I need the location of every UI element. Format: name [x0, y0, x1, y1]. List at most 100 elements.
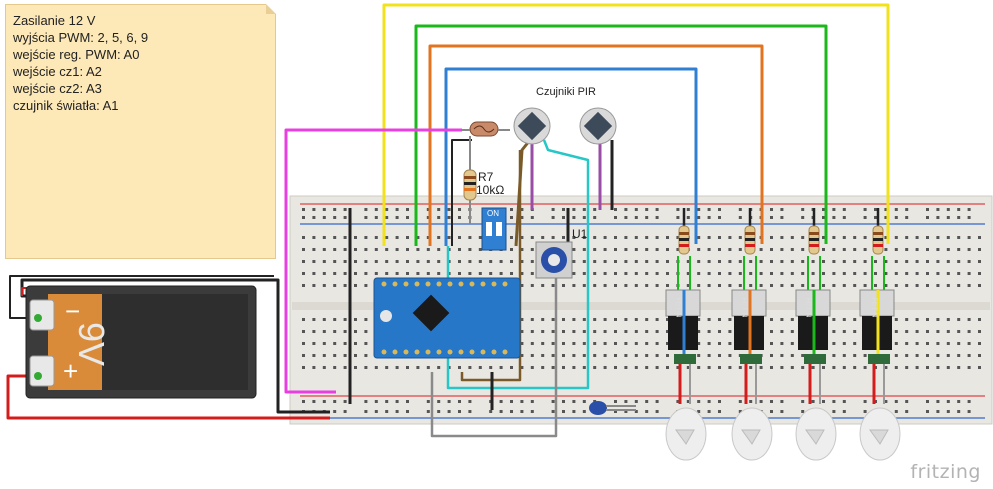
breadboard-hole [811, 272, 815, 275]
breadboard-hole [562, 216, 565, 219]
breadboard-hole [343, 272, 347, 275]
breadboard-hole [905, 216, 909, 219]
breadboard-hole [718, 318, 721, 321]
arduino-pin [469, 281, 475, 287]
breadboard-hole [707, 342, 711, 345]
arduino-pin [414, 281, 420, 287]
breadboard-hole [437, 410, 441, 413]
breadboard-hole [728, 342, 732, 345]
breadboard-hole [780, 410, 784, 413]
breadboard-hole [728, 330, 732, 333]
breadboard-hole [582, 318, 586, 321]
breadboard-hole [894, 342, 898, 345]
breadboard-hole [936, 400, 940, 403]
breadboard-hole [603, 236, 607, 239]
breadboard-hole [364, 410, 368, 413]
breadboard-hole [426, 400, 430, 403]
breadboard-hole [333, 410, 337, 413]
breadboard-hole [728, 284, 732, 287]
trimmer-u1[interactable] [535, 241, 573, 279]
breadboard-hole [634, 272, 638, 275]
breadboard-hole [593, 284, 597, 287]
breadboard-hole [780, 366, 784, 369]
breadboard-hole [790, 342, 794, 345]
breadboard-hole [801, 272, 805, 275]
breadboard-hole [738, 208, 742, 211]
breadboard-hole [395, 400, 399, 403]
breadboard-hole [520, 248, 524, 251]
breadboard-hole [645, 318, 649, 321]
breadboard-hole [832, 366, 836, 369]
breadboard-hole [458, 366, 461, 369]
breadboard-hole [936, 366, 940, 369]
breadboard-hole [718, 330, 721, 333]
breadboard-hole [770, 260, 773, 263]
breadboard-hole [468, 272, 472, 275]
breadboard-hole [624, 342, 628, 345]
breadboard-hole [728, 260, 732, 263]
breadboard-hole [967, 284, 971, 287]
breadboard-hole [406, 236, 409, 239]
breadboard-hole [832, 410, 836, 413]
breadboard-hole [530, 284, 534, 287]
breadboard-hole [614, 248, 617, 251]
breadboard-hole [655, 260, 659, 263]
breadboard-hole [426, 236, 430, 239]
breadboard-hole [447, 208, 451, 211]
breadboard-hole [603, 284, 607, 287]
breadboard-hole [759, 248, 763, 251]
breadboard-hole [905, 330, 909, 333]
breadboard-hole [302, 342, 305, 345]
breadboard-hole [905, 272, 909, 275]
breadboard-hole [842, 284, 846, 287]
breadboard-hole [343, 284, 347, 287]
breadboard-hole [614, 342, 617, 345]
breadboard-hole [894, 366, 898, 369]
breadboard-hole [572, 366, 576, 369]
breadboard-hole [385, 236, 389, 239]
breadboard-hole [603, 342, 607, 345]
breadboard-hole [582, 260, 586, 263]
breadboard-hole [801, 216, 805, 219]
breadboard-hole [582, 284, 586, 287]
breadboard-hole [614, 236, 617, 239]
breadboard-hole [562, 366, 565, 369]
breadboard-hole [842, 318, 846, 321]
battery-minus-sign: − [65, 296, 81, 326]
breadboard-hole [780, 248, 784, 251]
breadboard-hole [634, 248, 638, 251]
breadboard-hole [853, 236, 857, 239]
breadboard-hole [842, 330, 846, 333]
breadboard-hole [967, 260, 971, 263]
breadboard-hole [790, 272, 794, 275]
breadboard-hole [707, 248, 711, 251]
breadboard-hole [967, 400, 971, 403]
breadboard-hole [957, 216, 961, 219]
breadboard-hole [863, 272, 867, 275]
breadboard-hole [572, 400, 576, 403]
breadboard-hole [946, 366, 950, 369]
breadboard-hole [416, 260, 420, 263]
breadboard-hole [458, 208, 461, 211]
breadboard-hole [790, 354, 794, 357]
breadboard-hole [426, 272, 430, 275]
breadboard-hole [343, 260, 347, 263]
breadboard-hole [946, 330, 950, 333]
breadboard-hole [458, 410, 461, 413]
breadboard-hole [624, 410, 628, 413]
breadboard-hole [655, 284, 659, 287]
breadboard-hole [603, 318, 607, 321]
breadboard-hole [676, 236, 680, 239]
breadboard-hole [645, 260, 649, 263]
breadboard-hole [395, 410, 399, 413]
breadboard-hole [551, 208, 555, 211]
breadboard-hole [562, 354, 565, 357]
breadboard-hole [364, 236, 368, 239]
breadboard-hole [312, 272, 316, 275]
notes-text: Zasilanie 12 V wyjścia PWM: 2, 5, 6, 9 w… [13, 12, 148, 114]
dip-switch[interactable] [481, 207, 507, 251]
breadboard-hole [832, 248, 836, 251]
breadboard-hole [894, 208, 898, 211]
breadboard-hole [478, 260, 482, 263]
breadboard-hole [624, 216, 628, 219]
